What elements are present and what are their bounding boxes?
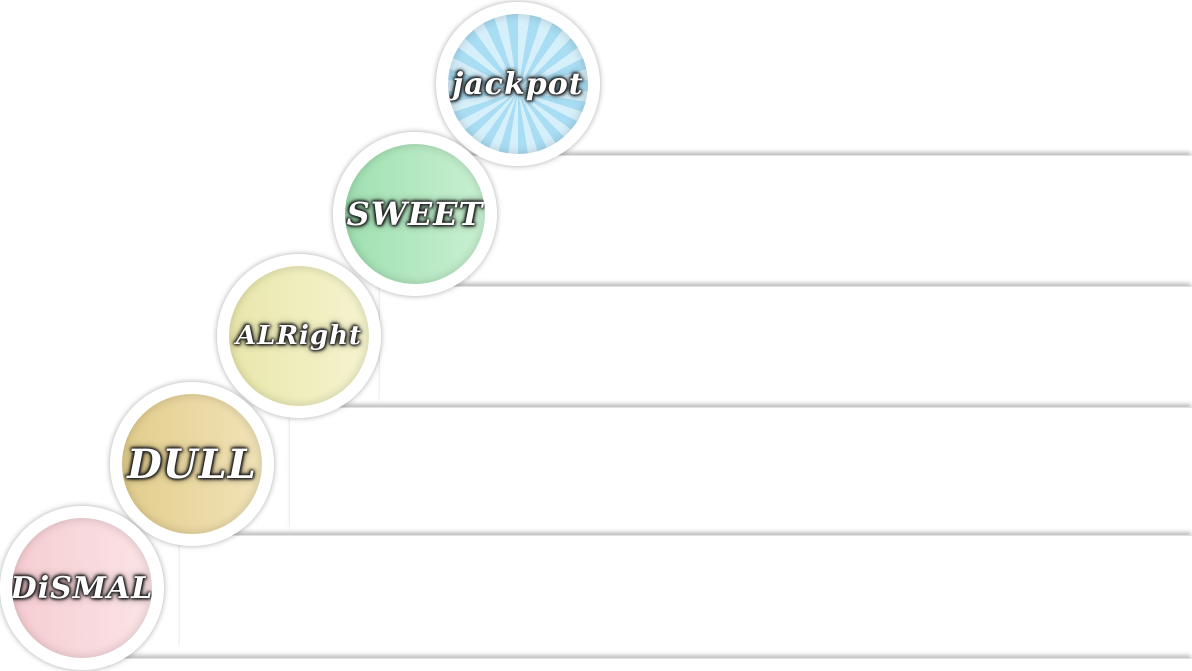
tier-badge-jackpot: jackpot (436, 2, 600, 166)
tier-badge-dismal: DiSMAL (0, 506, 164, 670)
tier-badge-sweet: SWEET (333, 132, 497, 296)
tier-badge-dull: DULL (110, 382, 274, 546)
tier-badge-alright: ALRight (217, 254, 381, 418)
tier-label-jackpot: jackpot (452, 66, 584, 102)
tier-row-jackpot[interactable] (470, 155, 1192, 284)
tier-row-dismal[interactable] (110, 658, 1192, 671)
tier-label-sweet: SWEET (346, 195, 484, 233)
tier-row-sweet[interactable] (380, 286, 1192, 405)
tier-label-dismal: DiSMAL (10, 570, 154, 606)
tier-row-dull[interactable] (180, 535, 1192, 651)
tier-row-alright[interactable] (290, 407, 1192, 533)
tier-label-alright: ALRight (235, 321, 363, 351)
tier-label-dull: DULL (127, 440, 257, 488)
